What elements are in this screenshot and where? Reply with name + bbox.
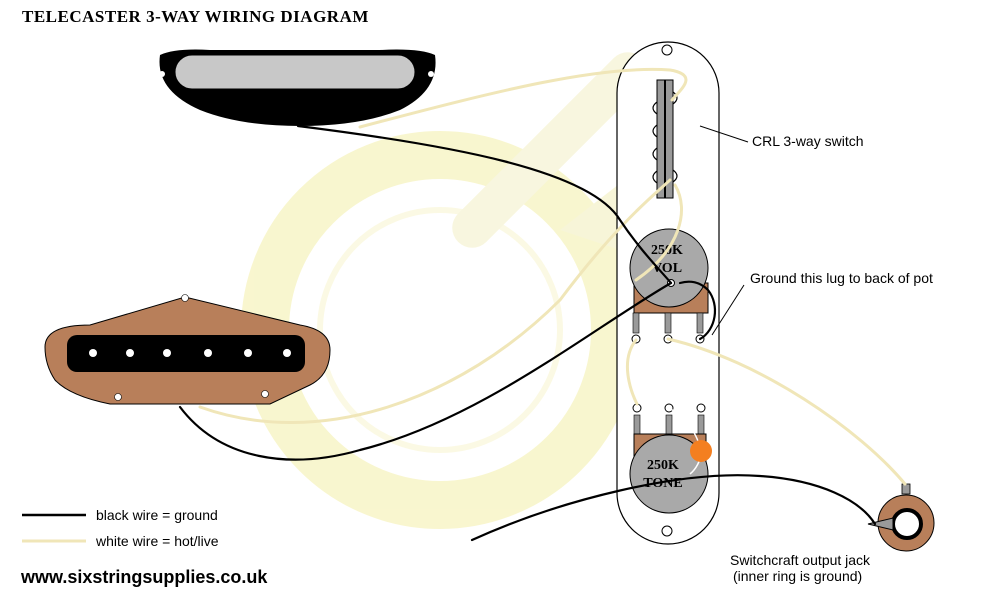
black-wire-jack-ground bbox=[470, 474, 877, 542]
white-wire-bridge-to-switch bbox=[198, 178, 672, 424]
black-wires bbox=[178, 124, 877, 542]
jack-label-line2: (inner ring is ground) bbox=[733, 568, 862, 584]
black-wire-ground-lug bbox=[678, 280, 717, 341]
white-wire-neck-to-switch bbox=[358, 67, 688, 129]
black-wire-bridge-ground bbox=[178, 281, 673, 461]
white-wire-switch-to-vol bbox=[634, 183, 683, 282]
white-wire-vol-to-jack bbox=[666, 337, 907, 486]
legend-black-label: black wire = ground bbox=[96, 507, 218, 523]
tone-pot-value: 250K bbox=[647, 458, 679, 473]
ground-lug-pointer bbox=[711, 284, 745, 336]
website-url: www.sixstringsupplies.co.uk bbox=[20, 567, 268, 587]
tone-pot: 250K TONE bbox=[629, 403, 709, 514]
jack-label-line1: Switchcraft output jack bbox=[730, 552, 871, 568]
legend-white-label: white wire = hot/live bbox=[95, 533, 219, 549]
switch-pointer bbox=[699, 125, 749, 143]
plate-screw-top bbox=[661, 44, 673, 56]
output-jack bbox=[867, 483, 935, 552]
switch-label: CRL 3-way switch bbox=[752, 133, 864, 149]
crl-3-way-switch bbox=[652, 79, 678, 199]
neck-pickup bbox=[159, 49, 436, 126]
plate-screw-bottom bbox=[661, 525, 673, 537]
legend: black wire = ground white wire = hot/liv… bbox=[22, 507, 219, 549]
white-wire-vol-to-tone bbox=[626, 338, 639, 406]
pole-pieces bbox=[89, 349, 291, 357]
diagram-title: TELECASTER 3-WAY WIRING DIAGRAM bbox=[22, 7, 369, 26]
black-wire-neck-ground bbox=[296, 124, 673, 285]
white-wires bbox=[198, 67, 907, 486]
ground-lug-label: Ground this lug to back of pot bbox=[750, 270, 933, 286]
bridge-pickup bbox=[44, 294, 331, 405]
tone-capacitor bbox=[668, 407, 712, 475]
volume-pot-name: VOL bbox=[652, 261, 682, 276]
